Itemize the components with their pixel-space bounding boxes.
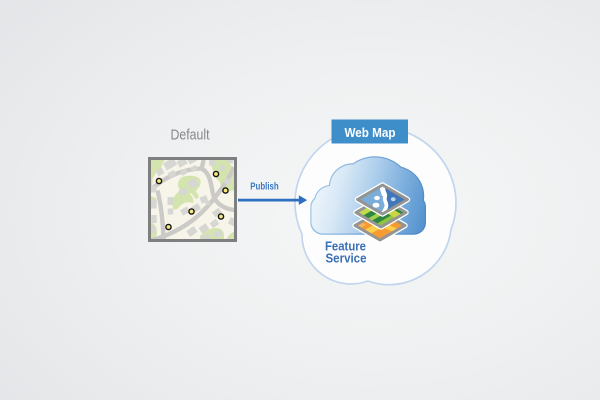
svg-text:Default: Default: [171, 127, 211, 144]
svg-text:Publish: Publish: [250, 180, 279, 192]
svg-text:Service: Service: [326, 251, 367, 266]
svg-text:Feature: Feature: [325, 239, 366, 254]
svg-text:Web Map: Web Map: [345, 125, 396, 140]
